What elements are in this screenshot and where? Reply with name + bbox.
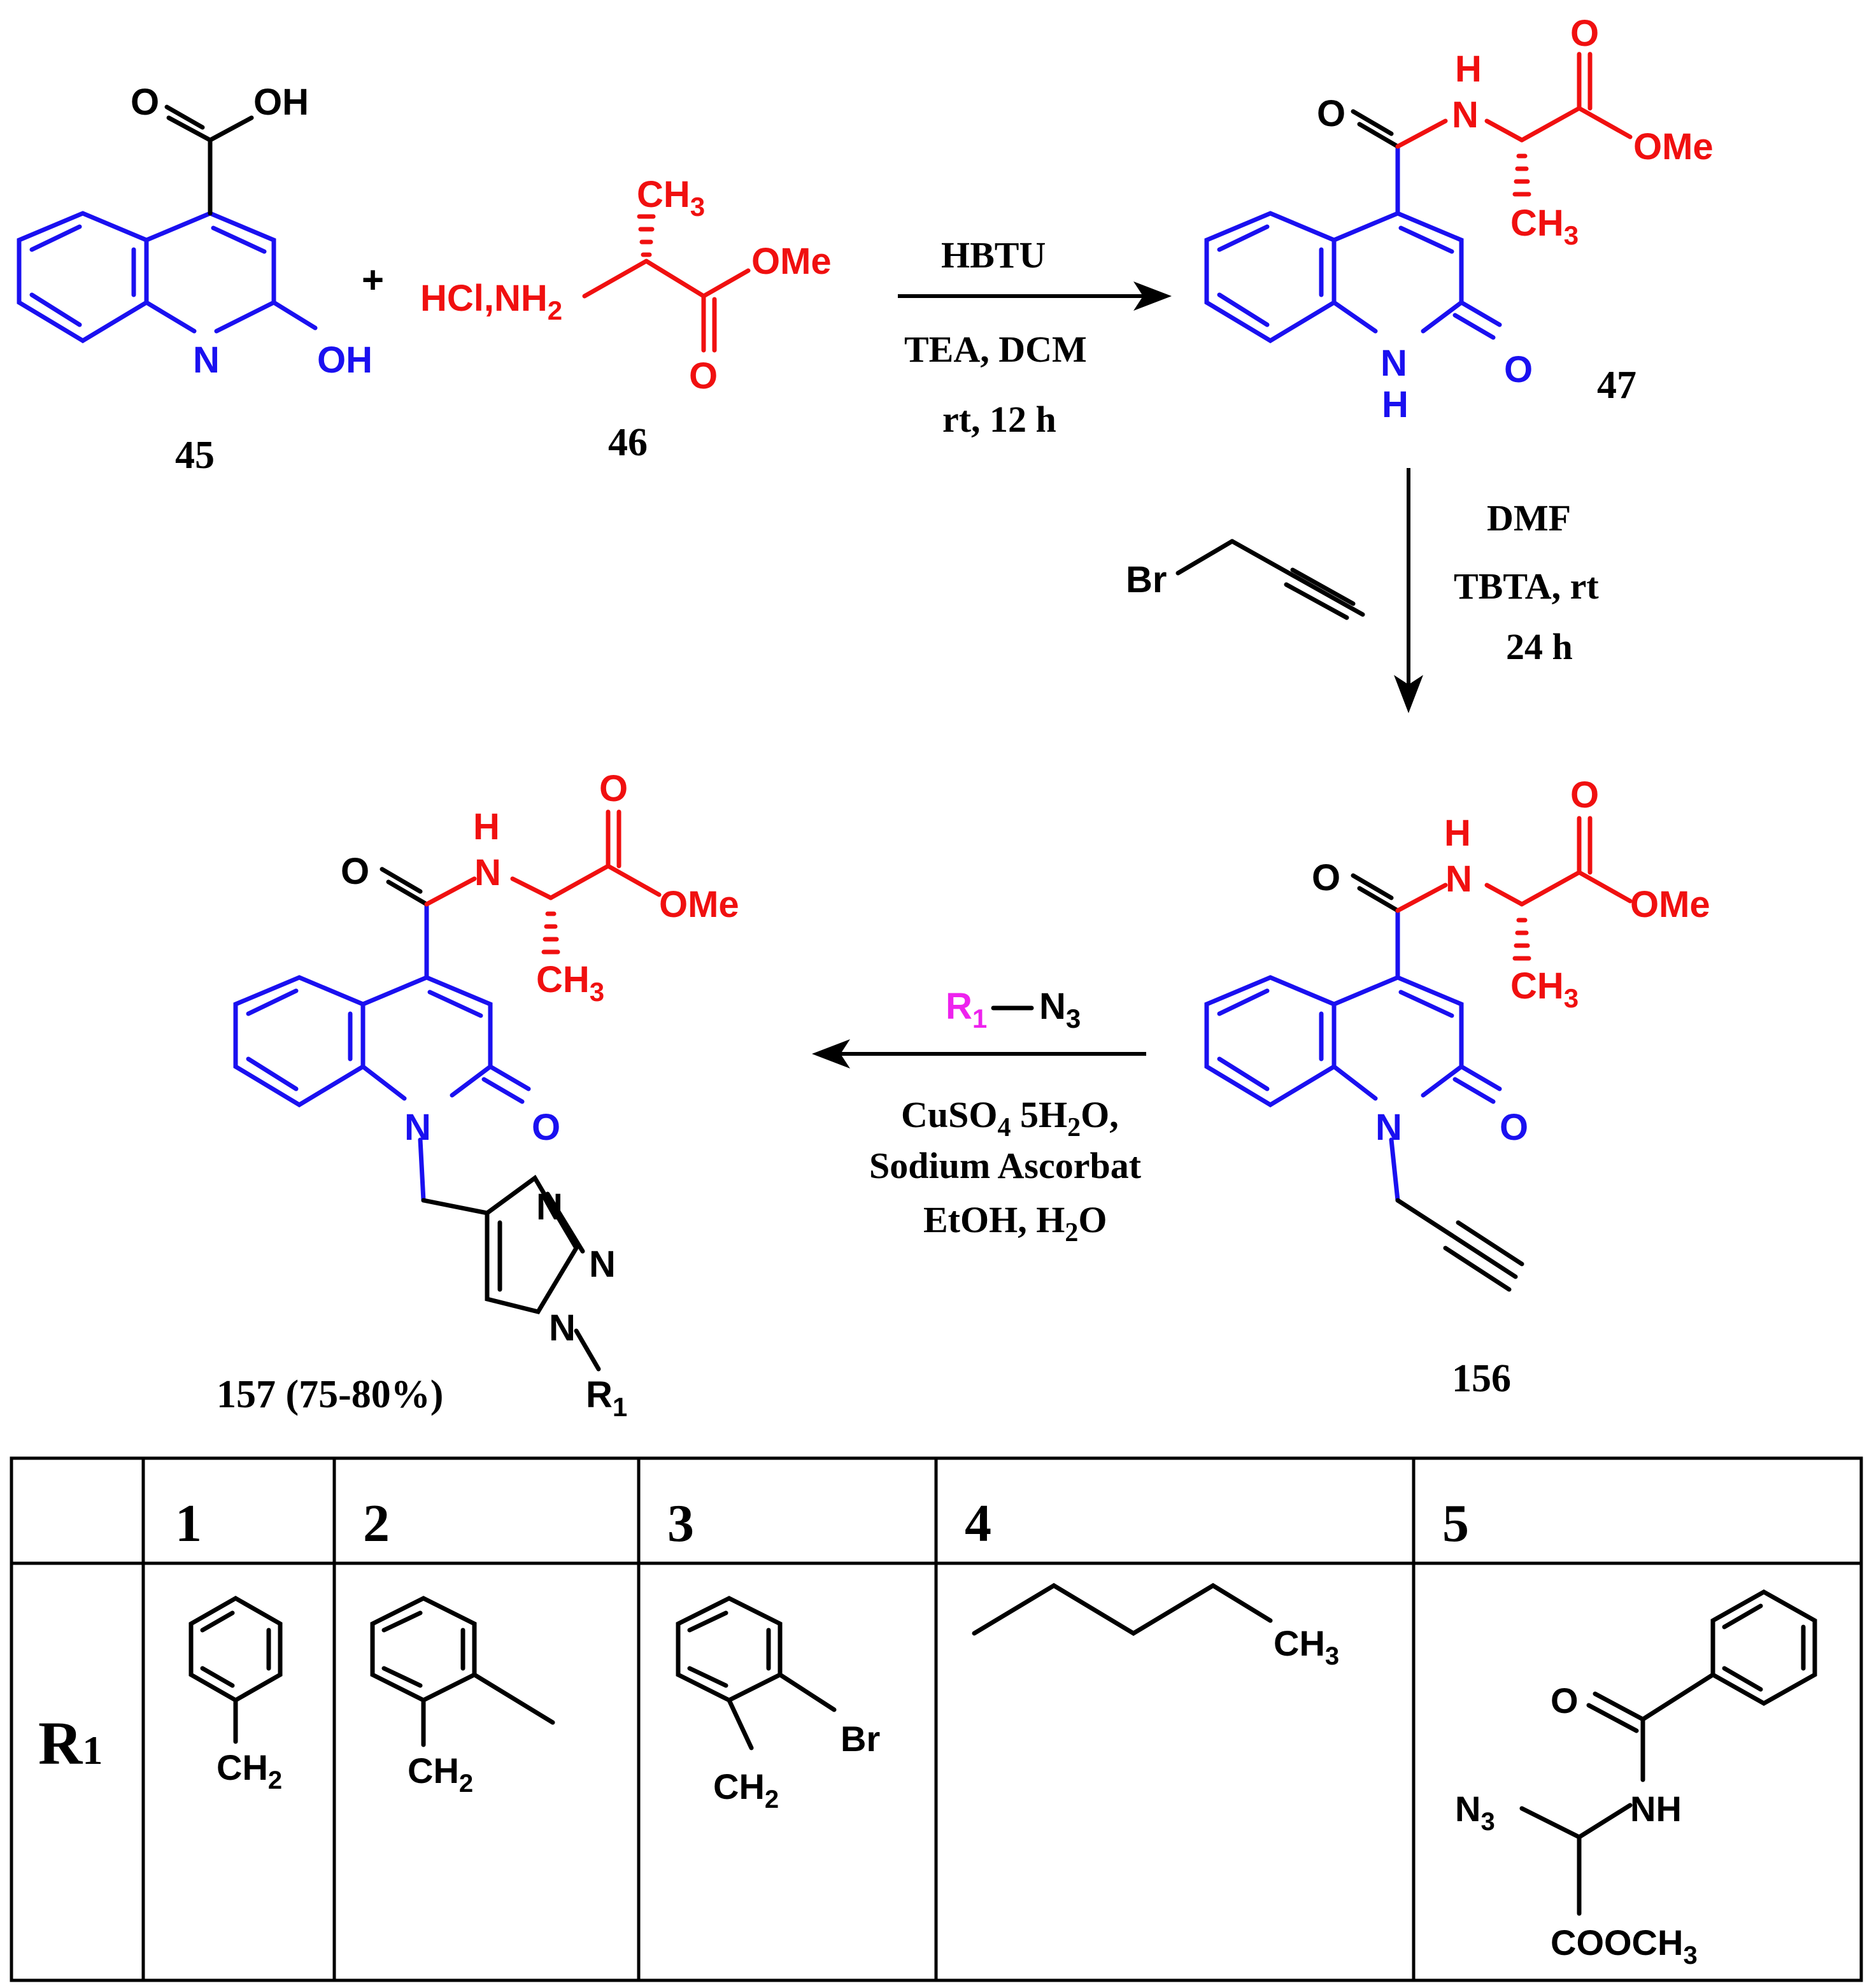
step1-cond-tea-dcm: TEA, DCM <box>904 329 1087 370</box>
s4-ch3: CH3 <box>1274 1623 1339 1670</box>
c157-triazole-n2: N <box>589 1244 616 1285</box>
step3-cond-ascorbate: Sodium Ascorbat <box>869 1145 1142 1186</box>
c156-o-amide: O <box>1312 857 1340 898</box>
s1-ch2: CH2 <box>217 1747 282 1794</box>
c47-h-ring: H <box>1382 384 1409 425</box>
c157-r1: R1 <box>586 1374 627 1422</box>
step2-cond-time: 24 h <box>1506 626 1573 667</box>
arrow-step-1: HBTU TEA, DCM rt, 12 h <box>898 234 1172 440</box>
s3-br: Br <box>841 1719 880 1759</box>
c156-ch3: CH3 <box>1510 965 1579 1013</box>
c157-triazole-n3: N <box>549 1307 576 1349</box>
table-header-1: 1 <box>175 1494 202 1553</box>
c46-o: O <box>689 355 718 397</box>
c45-o: O <box>131 82 159 123</box>
substituent-4-butyl: CH3 <box>972 1582 1339 1670</box>
compound-47-bonds <box>1204 52 1633 344</box>
compound-label-45: 45 <box>175 434 215 477</box>
s5-nh: NH <box>1630 1789 1682 1829</box>
s5-o: O <box>1551 1680 1579 1721</box>
compound-label-157: 157 (75-80%) <box>217 1373 443 1416</box>
s5-n3: N3 <box>1455 1789 1495 1836</box>
propargyl-br: Br <box>1126 559 1167 600</box>
step3-cond-cuso4: CuSO4 5H2O, <box>901 1094 1119 1142</box>
c47-nh-h: H <box>1455 48 1482 90</box>
c157-triazole-n1: N <box>536 1186 563 1228</box>
c156-n-ring: N <box>1375 1107 1402 1148</box>
c45-oh-acid: OH <box>253 82 309 123</box>
azide-n3: N3 <box>1039 986 1081 1033</box>
substituent-table: 1 2 3 4 5 R1 CH2 CH2 <box>10 1456 1863 1982</box>
c47-o-ester: O <box>1570 13 1599 54</box>
table-row-label-r1: R1 <box>38 1709 103 1777</box>
c157-n-ring: N <box>404 1107 431 1148</box>
table-header-2: 2 <box>363 1494 390 1553</box>
compound-45: O OH N OH 45 <box>17 82 373 477</box>
compound-157-bonds <box>233 809 662 1372</box>
c157-o-ring: O <box>532 1107 560 1148</box>
arrow-step-3: R1 N3 CuSO4 5H2O, Sodium Ascorbat EtOH, … <box>812 986 1146 1247</box>
c156-o-ester: O <box>1570 774 1599 816</box>
c46-ome: OMe <box>751 241 832 282</box>
compound-46: CH3 HCl,NH2 OMe O 46 <box>420 174 832 464</box>
step3-cond-solvent: EtOH, H2O <box>923 1199 1107 1247</box>
s5-cooch3: COOCH3 <box>1551 1922 1698 1970</box>
c47-o-ring: O <box>1504 349 1533 390</box>
c157-ome: OMe <box>659 884 739 925</box>
substituent-5-benzamido-ester: O NH N3 COOCH3 <box>1455 1589 1817 1970</box>
table-header-4: 4 <box>965 1494 991 1553</box>
compound-45-bonds <box>17 104 318 344</box>
c156-ome: OMe <box>1630 884 1710 925</box>
c45-oh-ring: OH <box>317 339 373 381</box>
c46-ch3: CH3 <box>637 174 705 222</box>
c45-n: N <box>193 339 220 381</box>
c47-ome: OMe <box>1633 126 1714 167</box>
c156-nh-h: H <box>1444 813 1471 854</box>
compound-label-46: 46 <box>608 421 648 464</box>
s2-ch2: CH2 <box>408 1750 473 1798</box>
step2-cond-tbta: TBTA, rt <box>1454 565 1599 607</box>
c47-ch3: CH3 <box>1510 202 1579 250</box>
step1-reagent-hbtu: HBTU <box>941 234 1046 276</box>
c157-ch3: CH3 <box>536 959 604 1007</box>
substituent-2-methylbenzyl: CH2 <box>370 1596 555 1798</box>
compound-156: O H N O OMe CH3 O N 156 <box>1204 774 1710 1400</box>
plus-sign: + <box>362 259 384 301</box>
compound-label-47: 47 <box>1597 364 1636 407</box>
table-header-3: 3 <box>667 1494 694 1553</box>
c156-o-ring: O <box>1500 1107 1528 1148</box>
c157-nh-n: N <box>474 852 501 893</box>
azide-r1: R1 <box>946 986 987 1033</box>
compound-label-156: 156 <box>1452 1357 1511 1400</box>
compound-47: O H N O OMe CH3 O N H 47 <box>1204 13 1714 425</box>
arrow-step-2: Br DMF TBTA, rt 24 h <box>1126 468 1599 713</box>
compound-156-bonds <box>1204 816 1633 1292</box>
c47-nh-n: N <box>1452 94 1479 136</box>
step2-cond-dmf: DMF <box>1487 497 1571 539</box>
c157-nh-h: H <box>473 806 500 848</box>
compound-157: O H N O OMe CH3 O N N N N R1 157 (75-80%… <box>217 768 739 1422</box>
c47-n-ring: N <box>1381 343 1407 384</box>
substituent-3-bromobenzyl: Br CH2 <box>676 1596 880 1814</box>
c46-hcl-nh2: HCl,NH2 <box>420 278 562 325</box>
c47-o-amide: O <box>1317 93 1345 134</box>
c156-nh-n: N <box>1445 858 1472 900</box>
substituent-1-benzyl: CH2 <box>188 1595 283 1794</box>
c157-o-amide: O <box>341 851 369 892</box>
s3-ch2: CH2 <box>713 1766 779 1814</box>
table-header-5: 5 <box>1442 1494 1469 1553</box>
propargyl-bromide: Br <box>1126 539 1365 620</box>
compound-46-bonds <box>582 214 751 353</box>
step1-cond-rt: rt, 12 h <box>942 399 1056 440</box>
c157-o-ester: O <box>599 768 628 809</box>
